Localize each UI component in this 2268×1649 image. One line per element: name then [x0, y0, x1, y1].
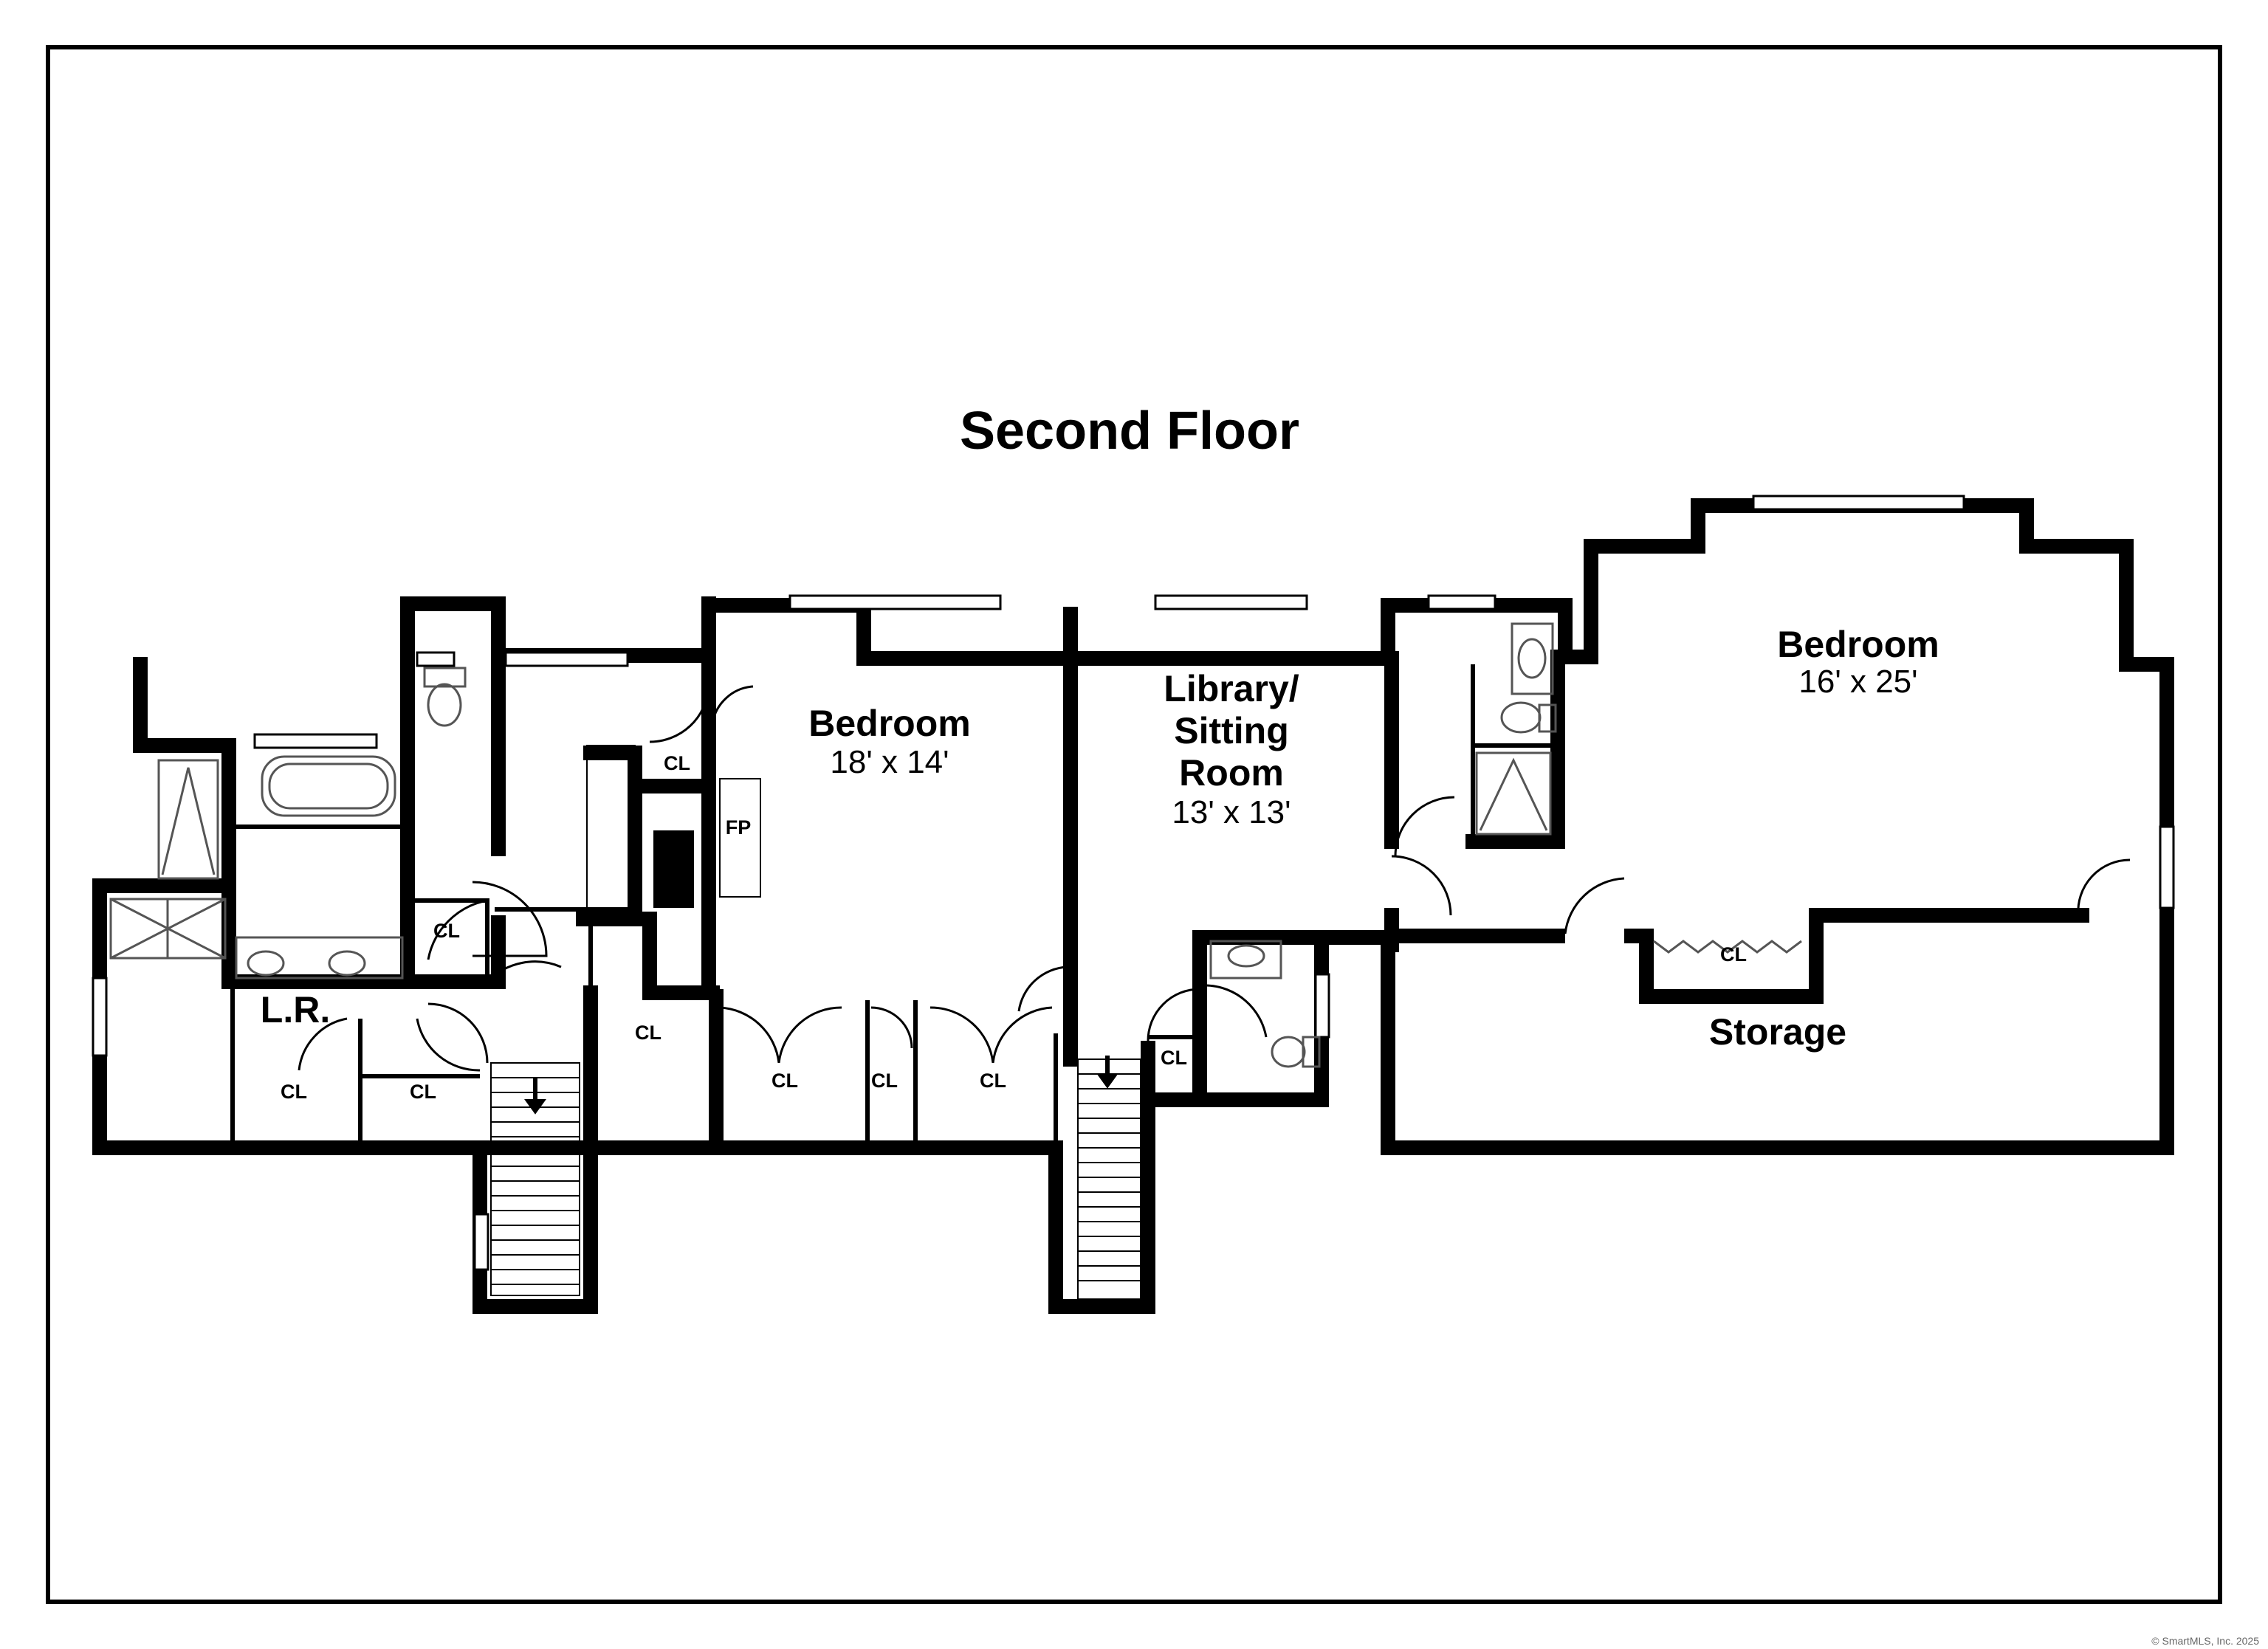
sink-icon — [1511, 622, 1554, 695]
bath-fixtures — [109, 622, 1802, 1068]
closet-label: CL — [410, 1081, 436, 1103]
room-library-line3: Room — [1179, 752, 1284, 793]
closet-label: CL — [664, 752, 690, 774]
stairs-right — [1077, 1058, 1141, 1300]
shower-icon — [157, 759, 219, 880]
fireplace-label: FP — [726, 816, 752, 839]
chimney-block — [653, 830, 694, 908]
room-library-line2: Sitting — [1174, 710, 1289, 751]
toilet-icon — [1271, 1036, 1306, 1068]
closet-label: CL — [1720, 943, 1747, 965]
toilet-icon — [423, 667, 467, 688]
bifold-door — [1653, 940, 1802, 954]
room-bedroom-center-name: Bedroom — [808, 703, 970, 744]
sink-icon — [1209, 940, 1282, 980]
closet-label: CL — [433, 920, 460, 942]
closet-label: CL — [1161, 1047, 1187, 1069]
closet-label: CL — [980, 1070, 1006, 1092]
room-library-size: 13' x 13' — [1172, 794, 1291, 830]
down-arrow-icon — [524, 1056, 1118, 1115]
walls — [92, 498, 2174, 1314]
bathtub-icon — [261, 755, 396, 817]
fireplace-hearth — [719, 778, 761, 898]
room-bedroom-right-size: 16' x 25' — [1798, 664, 1917, 700]
shower-icon — [1475, 751, 1552, 836]
windows — [92, 495, 2175, 1271]
plan-title: Second Floor — [960, 402, 1299, 461]
copyright-text: © SmartMLS, Inc. 2025 — [2151, 1635, 2259, 1647]
room-library-line1: Library/ — [1164, 668, 1299, 709]
room-storage-name: Storage — [1709, 1011, 1846, 1053]
closet-label: CL — [871, 1070, 898, 1092]
room-lr-name: L.R. — [261, 989, 330, 1030]
doors — [298, 685, 2131, 1072]
closet-label: CL — [635, 1022, 662, 1044]
partitions — [229, 664, 1558, 1148]
sink-icon — [247, 950, 285, 977]
vanity — [235, 936, 404, 980]
page-frame — [46, 45, 2222, 1604]
closet-label: CL — [772, 1070, 798, 1092]
room-bedroom-center-size: 18' x 14' — [830, 744, 949, 780]
wall-niche — [586, 745, 636, 912]
toilet-icon — [1500, 701, 1542, 734]
room-bedroom-right-name: Bedroom — [1777, 624, 1939, 665]
closet-label: CL — [281, 1081, 307, 1103]
sink-icon — [328, 950, 366, 977]
